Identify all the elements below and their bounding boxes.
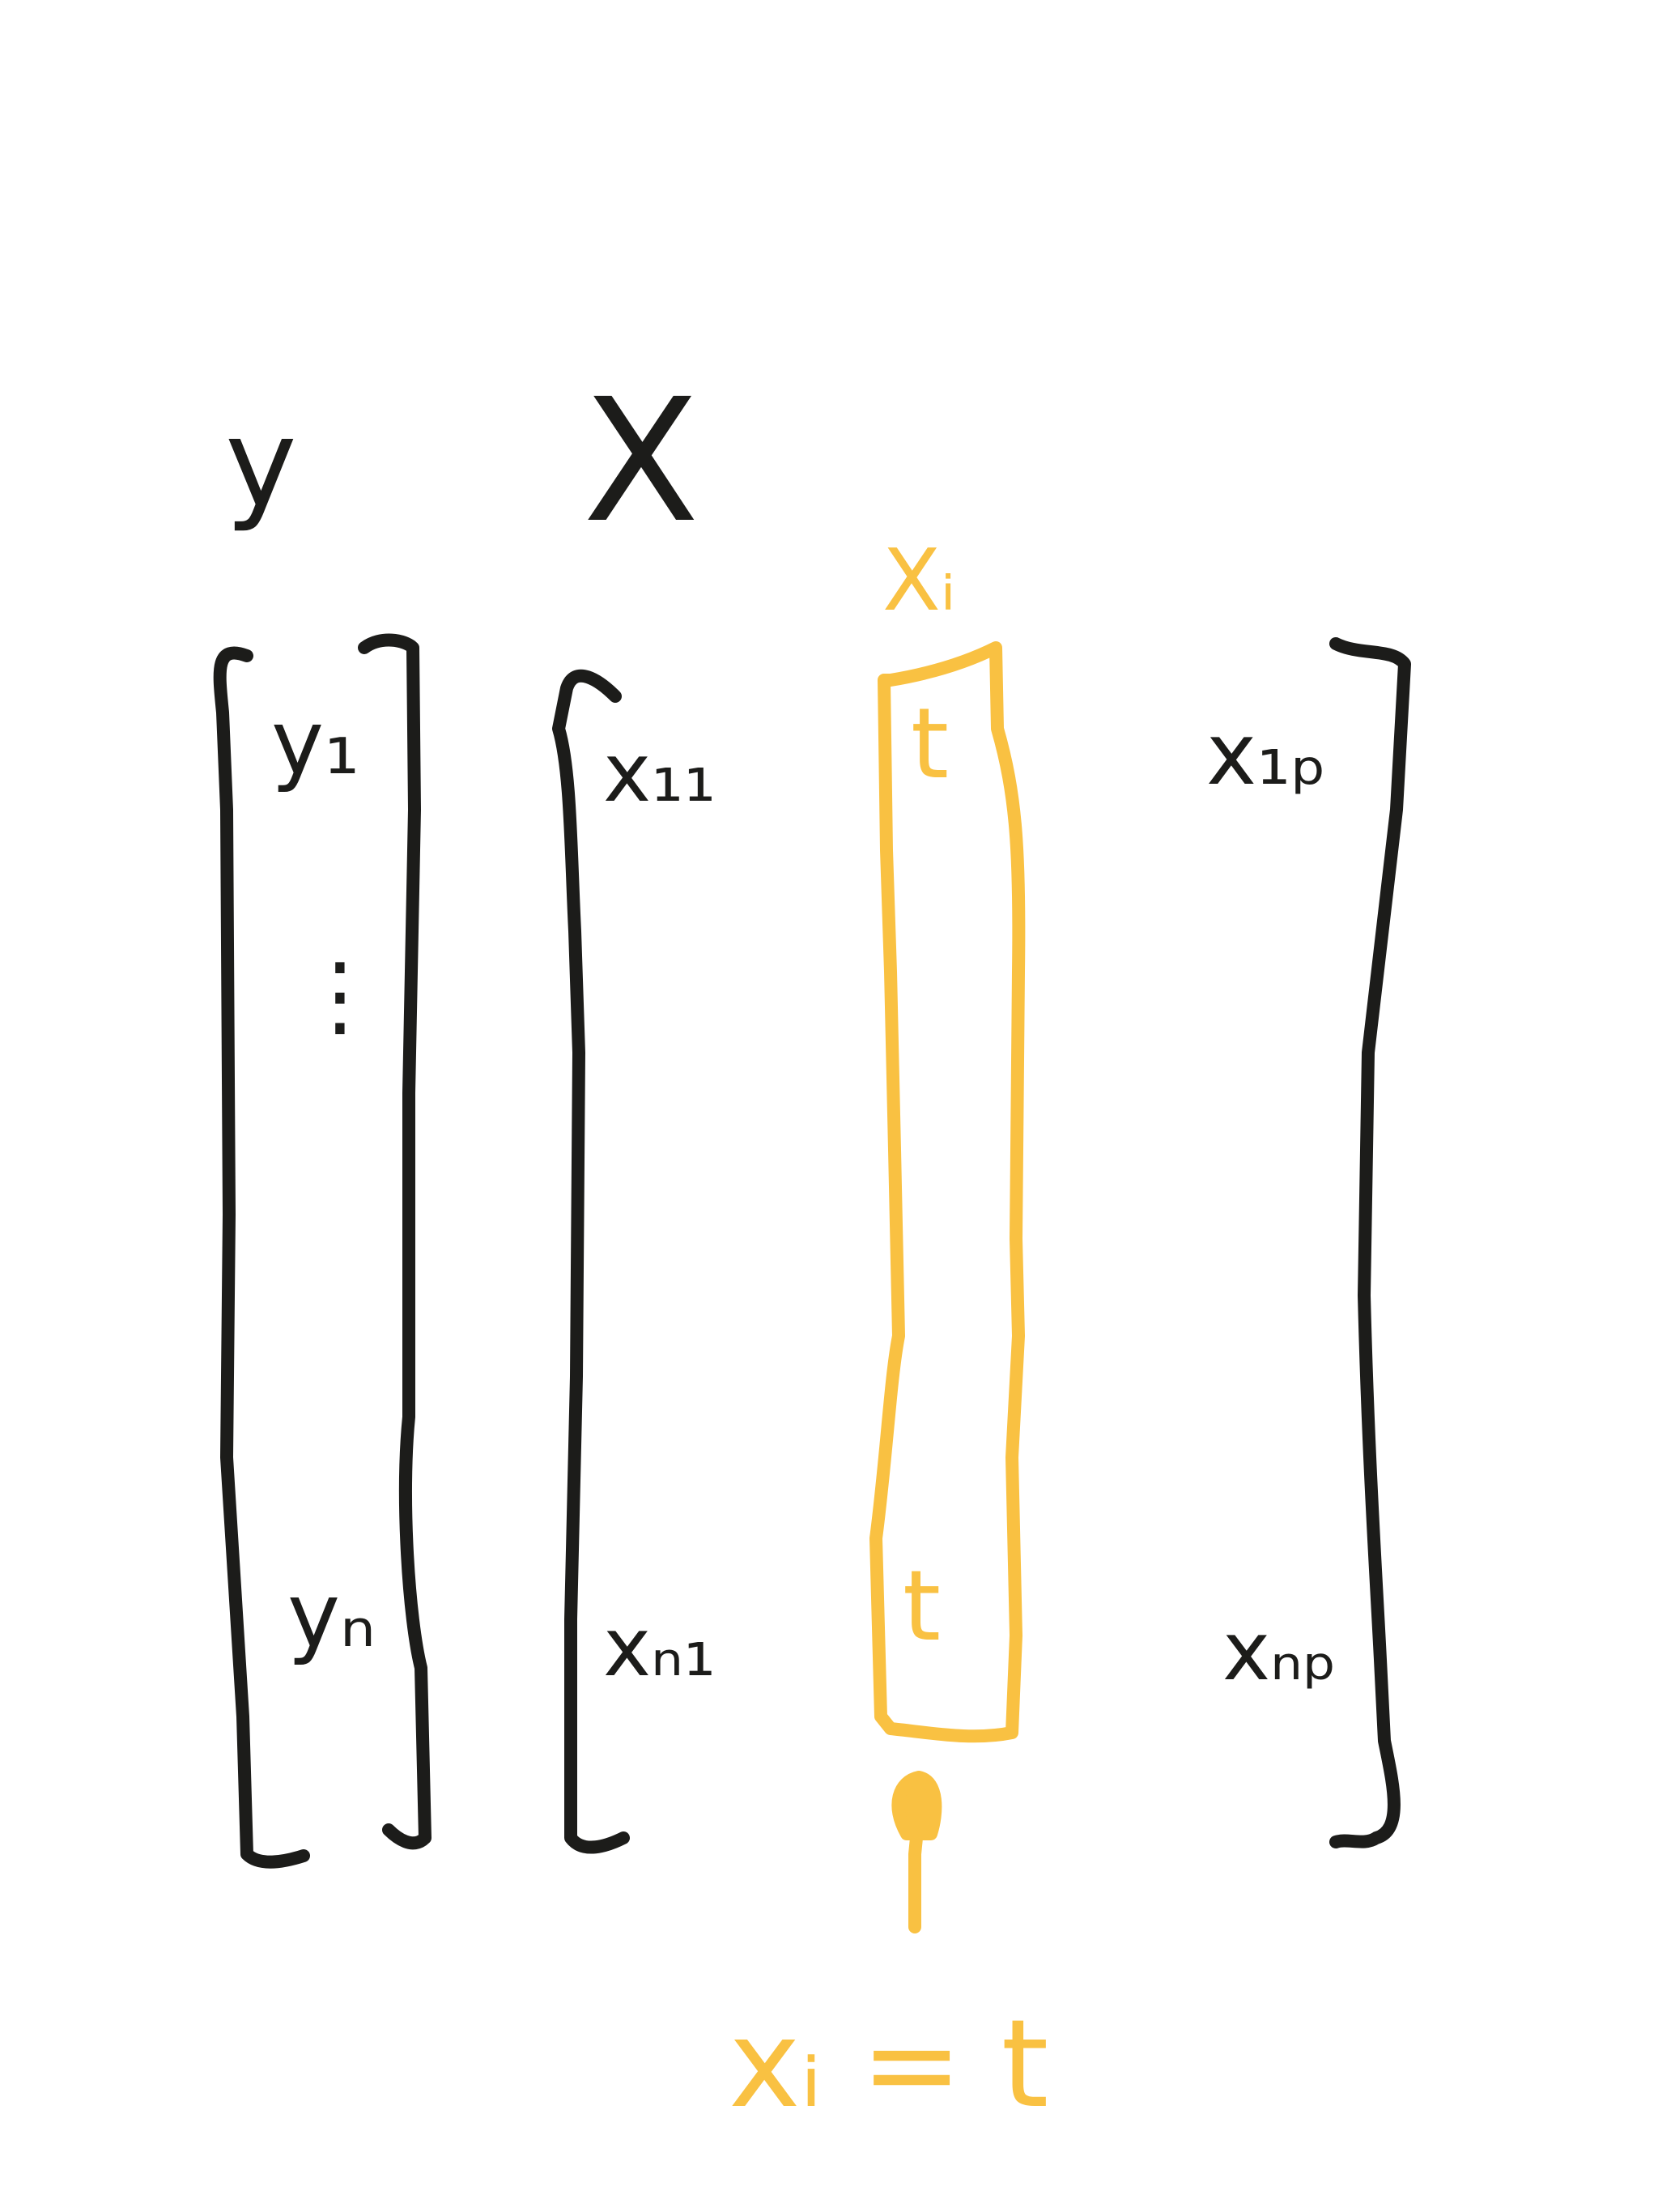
entry-x11: x₁₁ [603,725,716,820]
entry-yn: yₙ [287,1563,376,1667]
vector-y-title: y [225,393,297,534]
y-vector-bracket [213,646,310,1869]
entry-t-top: t [911,688,950,801]
entry-xn1: xₙ₁ [603,1600,716,1695]
entry-t-bottom: t [903,1551,942,1663]
y-vector-bracket-right [358,633,432,1850]
equation-xi-equals-t: xᵢ = t [729,1994,1049,2135]
column-xi-title: Xᵢ [882,531,956,630]
xi-column-box [869,641,1026,1743]
x-matrix-bracket-left [552,669,630,1854]
entry-xnp: xₙₚ [1222,1604,1337,1699]
entry-x1p: x₁ₚ [1206,705,1328,804]
entry-y1: y₁ [271,691,360,794]
matrix-x-title: X [583,362,699,560]
xi-arrow-head [891,1771,942,1840]
vertical-ellipsis: ⋮ [295,943,385,1047]
x-matrix-bracket-right [1329,637,1411,1848]
